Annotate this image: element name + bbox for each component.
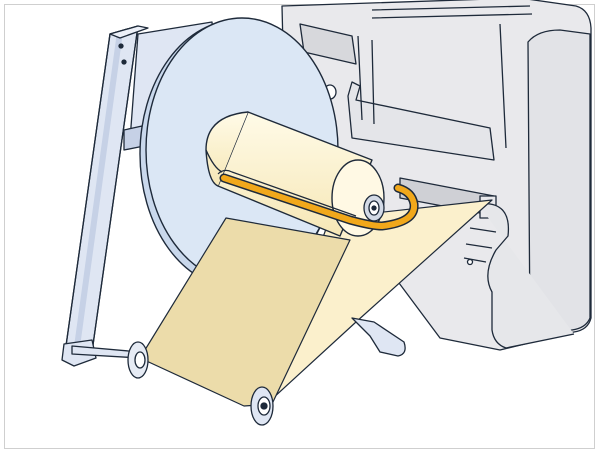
figure-frame <box>4 4 595 449</box>
printer-body <box>281 0 592 351</box>
printer-lid <box>347 81 495 161</box>
bracket-top-cap <box>109 25 149 39</box>
printer-side-panel <box>527 29 591 337</box>
support-leg <box>351 317 406 357</box>
lower-guide <box>71 317 406 426</box>
control-panel <box>299 23 357 65</box>
printer-lower-contour <box>477 202 575 349</box>
guide-wheel-left <box>127 341 149 379</box>
roll-hub <box>363 194 385 222</box>
roll-core-slot <box>217 169 357 217</box>
orange-guide-rod <box>219 173 419 231</box>
guide-wheel-front <box>250 386 274 426</box>
